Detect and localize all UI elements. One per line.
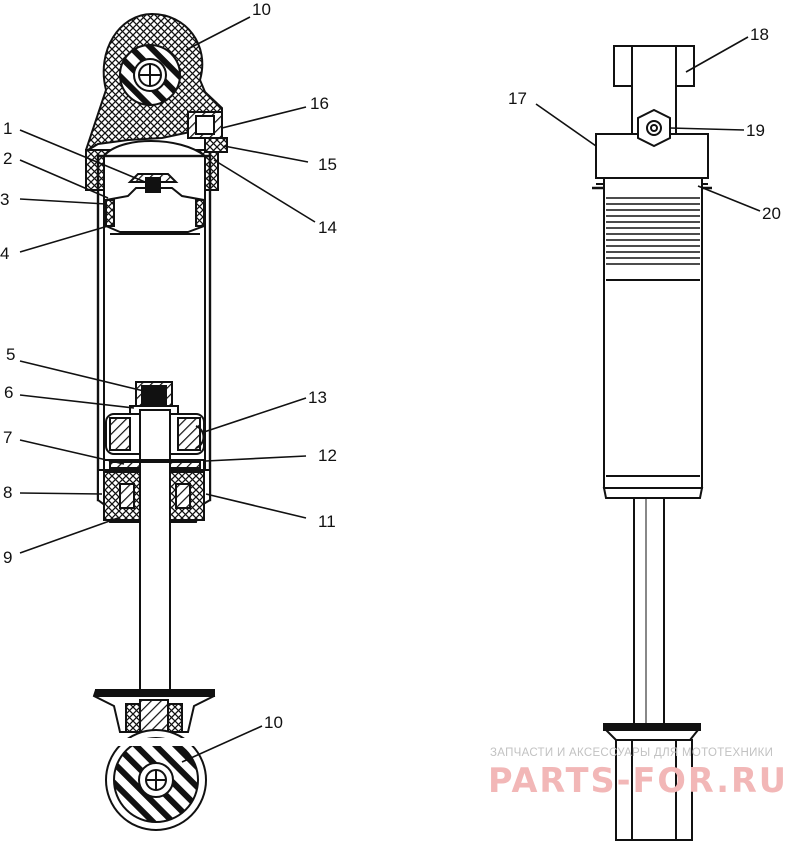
- exterior-rod: [633, 497, 665, 725]
- callout-18: 18: [750, 25, 769, 44]
- callout-numbers: 10 1 2 3 4 5 6 7 8 9 10 11 12 13 14 15 1…: [0, 0, 781, 732]
- cutaway-shock: [84, 12, 228, 831]
- body-threads: [606, 197, 700, 265]
- leader-10-bottom: [181, 725, 263, 763]
- leader-7: [19, 439, 125, 465]
- callout-7: 7: [3, 428, 12, 447]
- callout-6: 6: [4, 383, 13, 402]
- callout-9: 9: [3, 548, 12, 567]
- callout-4: 4: [0, 244, 9, 263]
- floating-piston: [105, 187, 205, 233]
- callout-10-bottom: 10: [264, 713, 283, 732]
- callout-15: 15: [318, 155, 337, 174]
- watermark-brand: PARTS-FOR.RU: [488, 761, 788, 801]
- leader-14: [213, 159, 316, 223]
- callout-11: 11: [318, 512, 336, 531]
- callout-14: 14: [318, 218, 337, 237]
- leader-10-top: [185, 16, 251, 51]
- callout-10-top: 10: [252, 0, 271, 19]
- watermark: ЗАПЧАСТИ И АКСЕССУАРЫ ДЛЯ МОТОТЕХНИКИ PA…: [488, 747, 788, 801]
- callout-5: 5: [6, 345, 15, 364]
- callout-20: 20: [762, 204, 781, 223]
- leader-9: [19, 517, 119, 554]
- callout-16: 16: [310, 94, 329, 113]
- callout-13: 13: [308, 388, 327, 407]
- leader-18: [685, 36, 749, 73]
- leader-1: [19, 129, 146, 183]
- leader-17: [535, 103, 597, 147]
- callout-1: 1: [3, 119, 12, 138]
- leader-13: [203, 397, 307, 433]
- leader-15: [223, 145, 309, 163]
- leader-6: [19, 394, 135, 409]
- callout-12: 12: [318, 446, 337, 465]
- leader-2: [19, 159, 109, 199]
- callout-8: 8: [3, 483, 12, 502]
- leader-5: [19, 360, 149, 393]
- leader-4: [19, 225, 109, 253]
- leader-lines: [19, 16, 761, 763]
- callout-17: 17: [508, 89, 527, 108]
- leader-19: [669, 127, 745, 131]
- callout-19: 19: [746, 121, 765, 140]
- leader-12: [205, 455, 307, 462]
- leader-20: [697, 185, 761, 212]
- leader-11: [205, 493, 307, 519]
- leader-16: [221, 106, 307, 129]
- piston-rod: [139, 461, 171, 699]
- callout-2: 2: [3, 149, 12, 168]
- exterior-body: [603, 177, 703, 489]
- leader-8: [19, 492, 103, 495]
- leader-3: [19, 198, 107, 205]
- watermark-tagline: ЗАПЧАСТИ И АКСЕССУАРЫ ДЛЯ МОТОТЕХНИКИ: [490, 747, 773, 759]
- lower-clevis: [615, 739, 693, 841]
- callout-3: 3: [0, 190, 9, 209]
- exterior-shock: [592, 45, 712, 841]
